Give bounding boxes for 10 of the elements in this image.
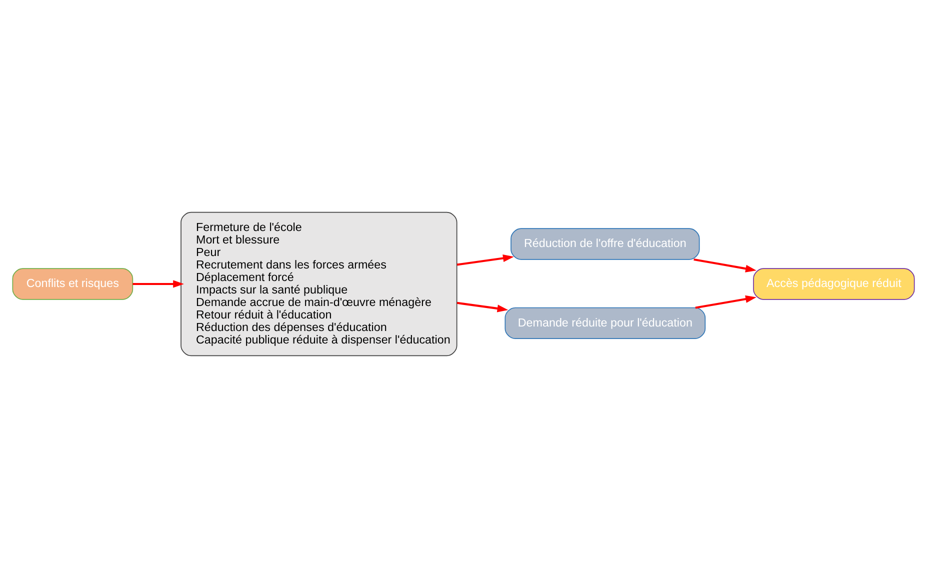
node-box: Conflits et risques — [12, 268, 134, 300]
node-box: Réduction de l'offre d'éducation — [510, 228, 700, 260]
arrow — [695, 294, 756, 308]
arrow — [132, 280, 184, 288]
arrow — [694, 258, 756, 272]
node-box: Demande réduite pour l'éducation — [504, 306, 706, 338]
node-box: Fermeture de l'école Mort et blessure Peur Recrutement dans les forces armées Déplacement forcé Impacts sur la santé publique Demande accrue de main-d'œuvre ménagère Retour réduit à l'éducation Réduction des dépenses d'éducation Capacité publique réduite à dispenser l'éducation — [180, 211, 458, 356]
node-box: Accès pédagogique réduit — [753, 268, 915, 300]
arrow — [456, 301, 508, 312]
arrow — [456, 254, 514, 266]
